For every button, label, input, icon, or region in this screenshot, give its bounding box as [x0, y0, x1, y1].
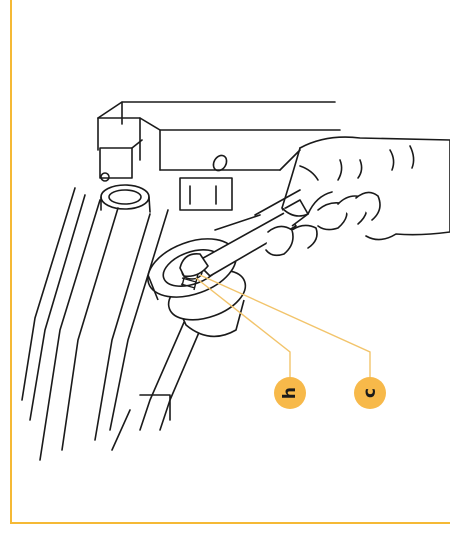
callout-h-badge: [274, 377, 306, 409]
machine-frame: [21, 101, 341, 461]
hand: [265, 136, 450, 257]
leader-line-c: [199, 274, 371, 380]
callout-h: h: [274, 377, 306, 409]
leader-lines: [195, 274, 371, 380]
callout-c-badge: [354, 377, 386, 409]
frame-bottom-border: [10, 522, 450, 524]
callout-c-label: c: [360, 388, 380, 398]
leader-line-h: [195, 277, 291, 380]
frame-left-border: [10, 0, 12, 524]
callout-c: c: [354, 377, 386, 409]
callout-h-label: h: [280, 387, 300, 399]
